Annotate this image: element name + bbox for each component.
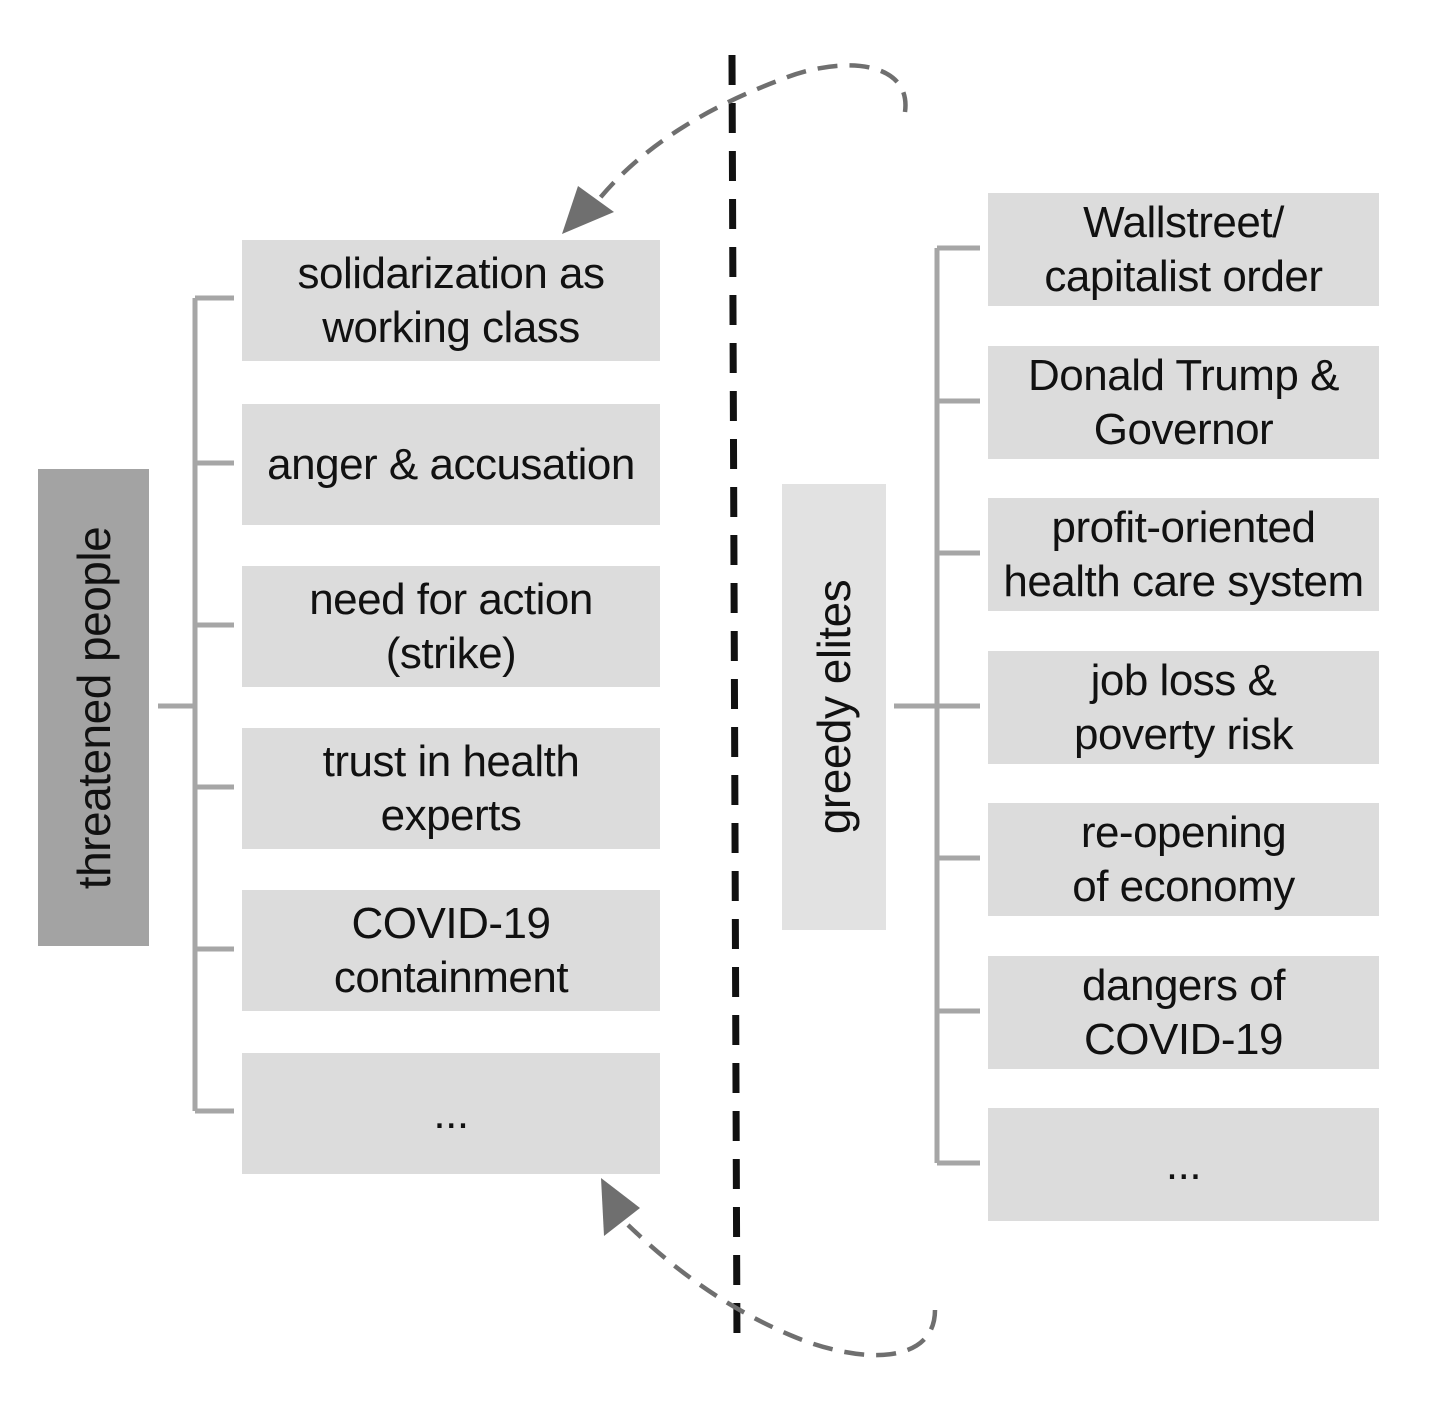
node-text-line: anger & accusation (267, 439, 635, 489)
left-connector (158, 295, 234, 1114)
node-text-line: COVID-19 (351, 898, 551, 948)
right-node-trump: Donald Trump &Governor (988, 346, 1379, 459)
node-text-line: capitalist order (1044, 251, 1323, 301)
node-text-line: job loss & (1090, 655, 1277, 705)
node-text-line: need for action (309, 574, 593, 624)
node-text-line: health care system (1003, 556, 1364, 606)
root-greedy-elites: greedy elites (782, 484, 886, 930)
node-text-line: Wallstreet/ (1083, 197, 1284, 247)
root-label-left: threatened people (67, 526, 120, 889)
top-arrowhead (562, 186, 614, 234)
top-curved-arrow (598, 63, 908, 200)
node-text-line: profit-oriented (1051, 502, 1316, 552)
node-text-line: Donald Trump & (1028, 350, 1339, 400)
node-text-line: (strike) (385, 628, 517, 678)
left-node-ellipsis: ... (242, 1053, 660, 1174)
node-text-line: re-opening (1080, 807, 1287, 857)
node-text-line: of economy (1072, 861, 1295, 911)
bottom-arrowhead (601, 1178, 640, 1236)
root-label-right: greedy elites (808, 579, 860, 835)
right-node-job-loss: job loss &poverty risk (988, 651, 1379, 764)
right-node-ellipsis: ... (988, 1108, 1379, 1221)
node-text-line: COVID-19 (1084, 1014, 1283, 1064)
left-node-need-for-action: need for action(strike) (242, 566, 660, 687)
node-text-line: containment (333, 952, 569, 1002)
node-text-line: Governor (1093, 404, 1274, 454)
bottom-curved-arrow (626, 1223, 938, 1358)
root-threatened-people: threatened people (38, 469, 149, 946)
node-text-line: solidarization as (297, 248, 606, 298)
node-text-line: experts (380, 790, 522, 840)
right-connector (894, 245, 980, 1166)
node-text-line: working class (322, 302, 580, 352)
node-text-line: poverty risk (1074, 709, 1293, 759)
node-text-line: trust in health (322, 736, 580, 786)
divider-line (728, 54, 741, 1349)
left-node-anger: anger & accusation (242, 404, 660, 525)
node-text-line: dangers of (1082, 960, 1285, 1010)
node-text-line: ... (433, 1088, 469, 1138)
node-text-line: ... (1165, 1139, 1202, 1189)
right-node-wallstreet: Wallstreet/capitalist order (988, 193, 1379, 306)
